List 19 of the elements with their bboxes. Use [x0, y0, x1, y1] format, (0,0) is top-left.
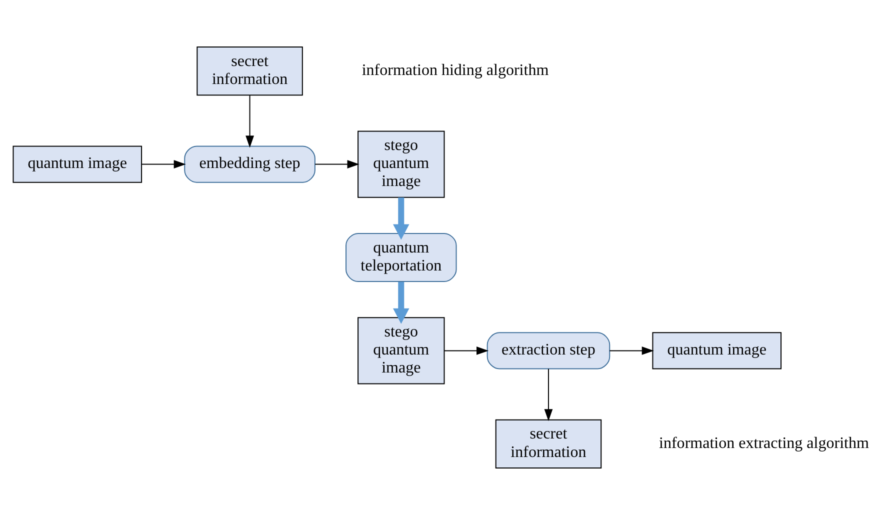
- arrow: [314, 160, 359, 168]
- label: information extracting algorithm: [658, 434, 868, 452]
- label: information hiding algorithm: [361, 61, 548, 78]
- arrow: [392, 281, 409, 324]
- node-box: embedding step: [184, 145, 315, 182]
- arrow: [608, 346, 654, 354]
- arrow: [392, 196, 409, 240]
- node-box: secret information: [494, 418, 602, 468]
- node-box: quantum image: [652, 332, 782, 369]
- arrow: [140, 160, 186, 168]
- node-box: extraction step: [486, 332, 610, 369]
- arrow: [443, 346, 488, 354]
- node-box: secret information: [196, 46, 302, 96]
- node-box: quantum image: [12, 145, 142, 182]
- node-box: stego quantum image: [357, 316, 444, 384]
- arrow: [544, 368, 552, 421]
- node-box: stego quantum image: [357, 130, 444, 198]
- node-box: quantum teleportation: [345, 232, 456, 282]
- arrow: [245, 94, 254, 148]
